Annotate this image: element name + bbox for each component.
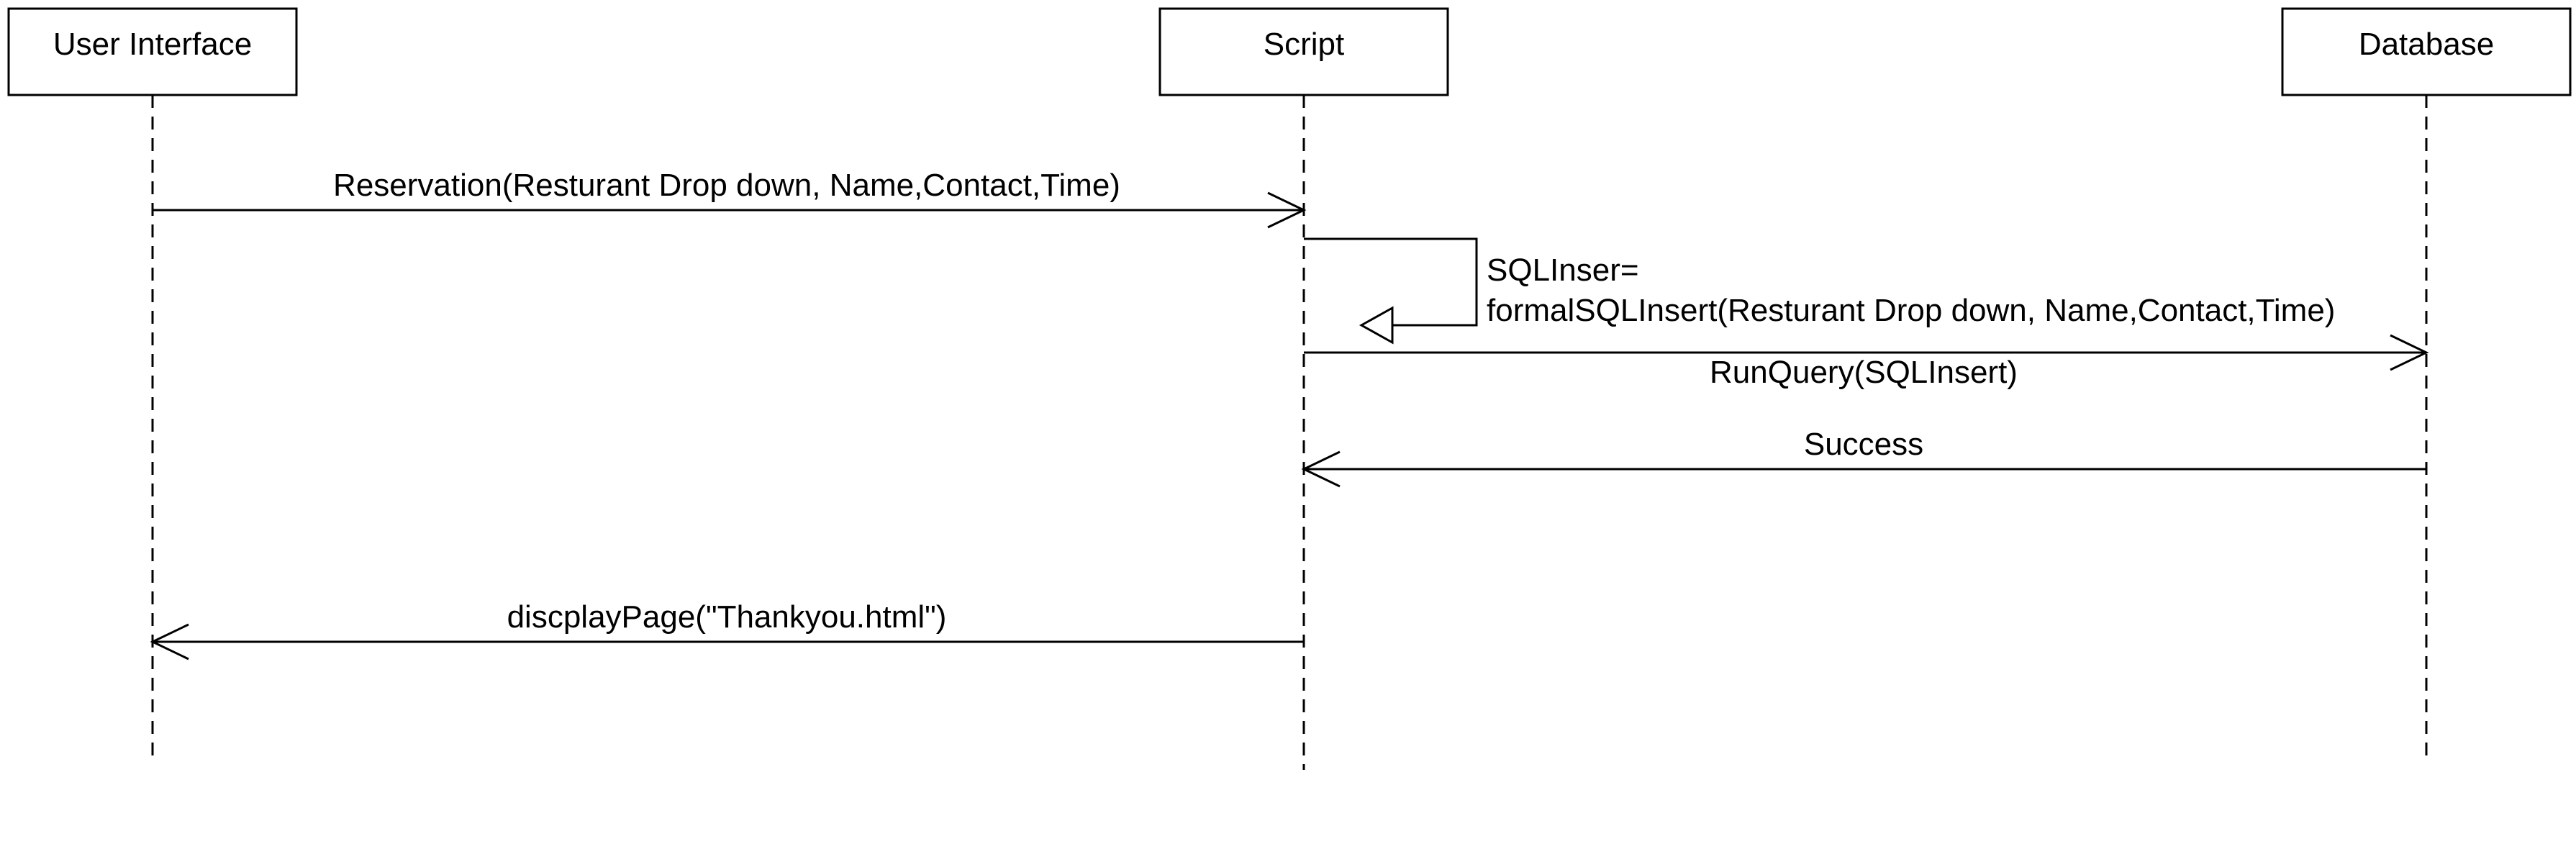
message-self-call-line bbox=[1304, 237, 1478, 327]
participant-label-user-interface: User Interface bbox=[53, 27, 252, 62]
message-self-call: SQLInser= formalSQLInsert(Resturant Drop… bbox=[1304, 237, 2335, 345]
message-run-query-label: RunQuery(SQLInsert) bbox=[1710, 355, 2018, 390]
message-self-call-label-line2: formalSQLInsert(Resturant Drop down, Nam… bbox=[1487, 293, 2335, 328]
participant-script: Script bbox=[1158, 7, 1449, 96]
message-display-page-label: discplayPage("Thankyou.html") bbox=[507, 599, 947, 635]
message-run-query: RunQuery(SQLInsert) bbox=[1304, 334, 2429, 390]
arrow-head-open-icon bbox=[1301, 450, 1341, 488]
message-reservation: Reservation(Resturant Drop down, Name,Co… bbox=[153, 168, 1307, 229]
message-reservation-label: Reservation(Resturant Drop down, Name,Co… bbox=[333, 168, 1120, 203]
participant-database: Database bbox=[2281, 7, 2572, 96]
participant-box-script bbox=[1158, 7, 1449, 96]
message-success: Success bbox=[1301, 427, 2426, 488]
arrow-head-open-icon bbox=[150, 623, 189, 660]
arrow-head-hollow-triangle-icon bbox=[1359, 306, 1394, 345]
arrow-head-open-icon bbox=[2390, 334, 2429, 371]
message-display-page: discplayPage("Thankyou.html") bbox=[150, 599, 1304, 660]
participant-label-script: Script bbox=[1264, 27, 1344, 62]
participant-box-user-interface bbox=[7, 7, 298, 96]
message-self-call-label-line1: SQLInser= bbox=[1487, 253, 1639, 288]
arrow-head-open-icon bbox=[1267, 191, 1307, 229]
message-success-label: Success bbox=[1804, 427, 1923, 462]
participant-user-interface: User Interface bbox=[7, 7, 298, 96]
participant-label-database: Database bbox=[2359, 27, 2494, 62]
participant-box-database bbox=[2281, 7, 2572, 96]
